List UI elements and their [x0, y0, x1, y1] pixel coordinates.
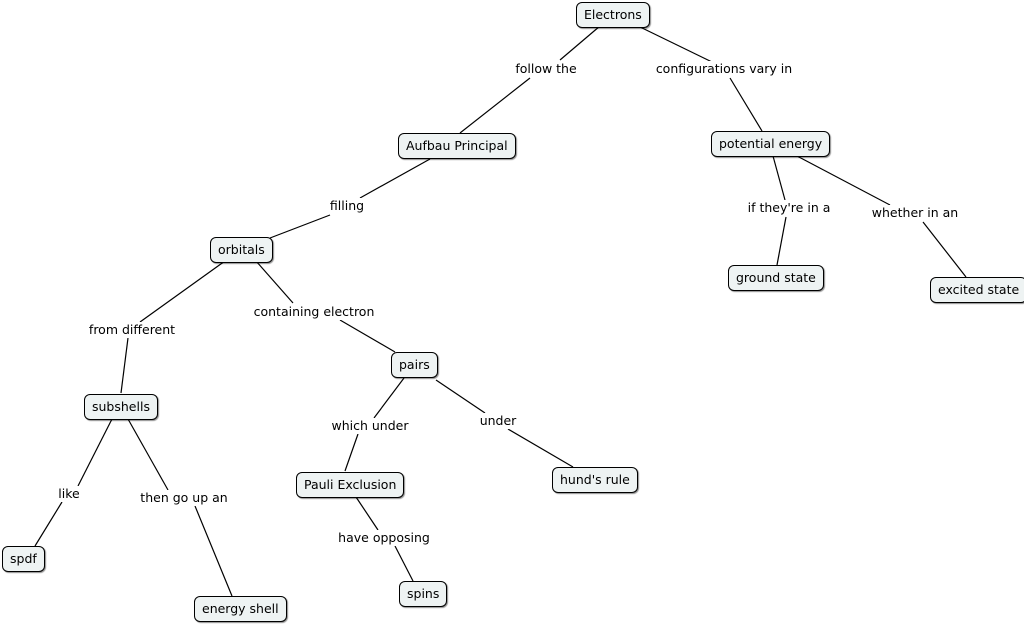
link-label-filling: filling — [328, 198, 366, 214]
connector-containing-pairs — [339, 319, 396, 353]
concept-node-spins[interactable]: spins — [399, 581, 448, 607]
connector-follow-the-aufbau — [459, 77, 531, 134]
concept-node-potential-energy[interactable]: potential energy — [711, 131, 831, 157]
concept-node-aufbau-principal[interactable]: Aufbau Principal — [398, 133, 516, 159]
connector-have-opposing-spins — [394, 545, 414, 582]
link-label-configurations-vary-in: configurations vary in — [654, 61, 794, 77]
concept-node-electrons[interactable]: Electrons — [576, 2, 650, 28]
concept-node-subshells[interactable]: subshells — [84, 394, 158, 420]
connector-subshells-then-go-up — [127, 418, 169, 491]
connector-whether-excited — [922, 221, 967, 278]
connector-like-spdf — [34, 501, 63, 547]
connector-potential-whether — [796, 155, 891, 206]
concept-node-hunds-rule[interactable]: hund's rule — [552, 467, 638, 493]
connector-potential-if-theyre — [772, 155, 786, 201]
connector-electrons-configurations — [637, 25, 713, 63]
connector-subshells-like — [77, 418, 113, 487]
link-label-under: under — [478, 413, 518, 429]
connector-filling-orbitals — [269, 214, 331, 239]
connector-pairs-under — [435, 379, 486, 414]
connector-then-go-up-energy — [194, 505, 233, 597]
connector-orbitals-containing — [255, 260, 294, 304]
connector-configurations-potential — [729, 77, 763, 132]
link-label-containing-electron: containing electron — [252, 304, 376, 320]
link-label-from-different: from different — [87, 322, 177, 338]
concept-node-spdf[interactable]: spdf — [2, 546, 45, 572]
connector-pauli-have-opposing — [355, 496, 379, 531]
connector-pairs-which-under — [373, 377, 405, 419]
connector-aufbau-filling — [359, 158, 431, 199]
link-label-then-go-up-an: then go up an — [139, 490, 229, 506]
connector-under-hunds — [507, 428, 574, 468]
concept-node-orbitals[interactable]: orbitals — [210, 237, 273, 263]
connector-if-theyre-ground — [776, 216, 787, 266]
concept-node-excited-state[interactable]: excited state — [930, 277, 1024, 303]
link-label-follow-the: follow the — [514, 61, 578, 77]
connector-from-different-subshells — [120, 337, 129, 394]
link-label-like: like — [57, 486, 81, 502]
connector-which-under-pauli — [344, 433, 359, 472]
link-label-which-under: which under — [330, 418, 410, 434]
connector-orbitals-from-different — [139, 260, 226, 323]
concept-node-pauli-exclusion[interactable]: Pauli Exclusion — [296, 472, 405, 498]
connector-electrons-follow-the — [559, 25, 601, 61]
link-label-have-opposing: have opposing — [337, 530, 431, 546]
link-label-if-theyre-in-a: if they're in a — [746, 200, 832, 216]
concept-node-ground-state[interactable]: ground state — [728, 265, 824, 291]
concept-node-energy-shell[interactable]: energy shell — [194, 596, 287, 622]
concept-node-pairs[interactable]: pairs — [391, 352, 438, 378]
link-label-whether-in-an: whether in an — [870, 205, 960, 221]
